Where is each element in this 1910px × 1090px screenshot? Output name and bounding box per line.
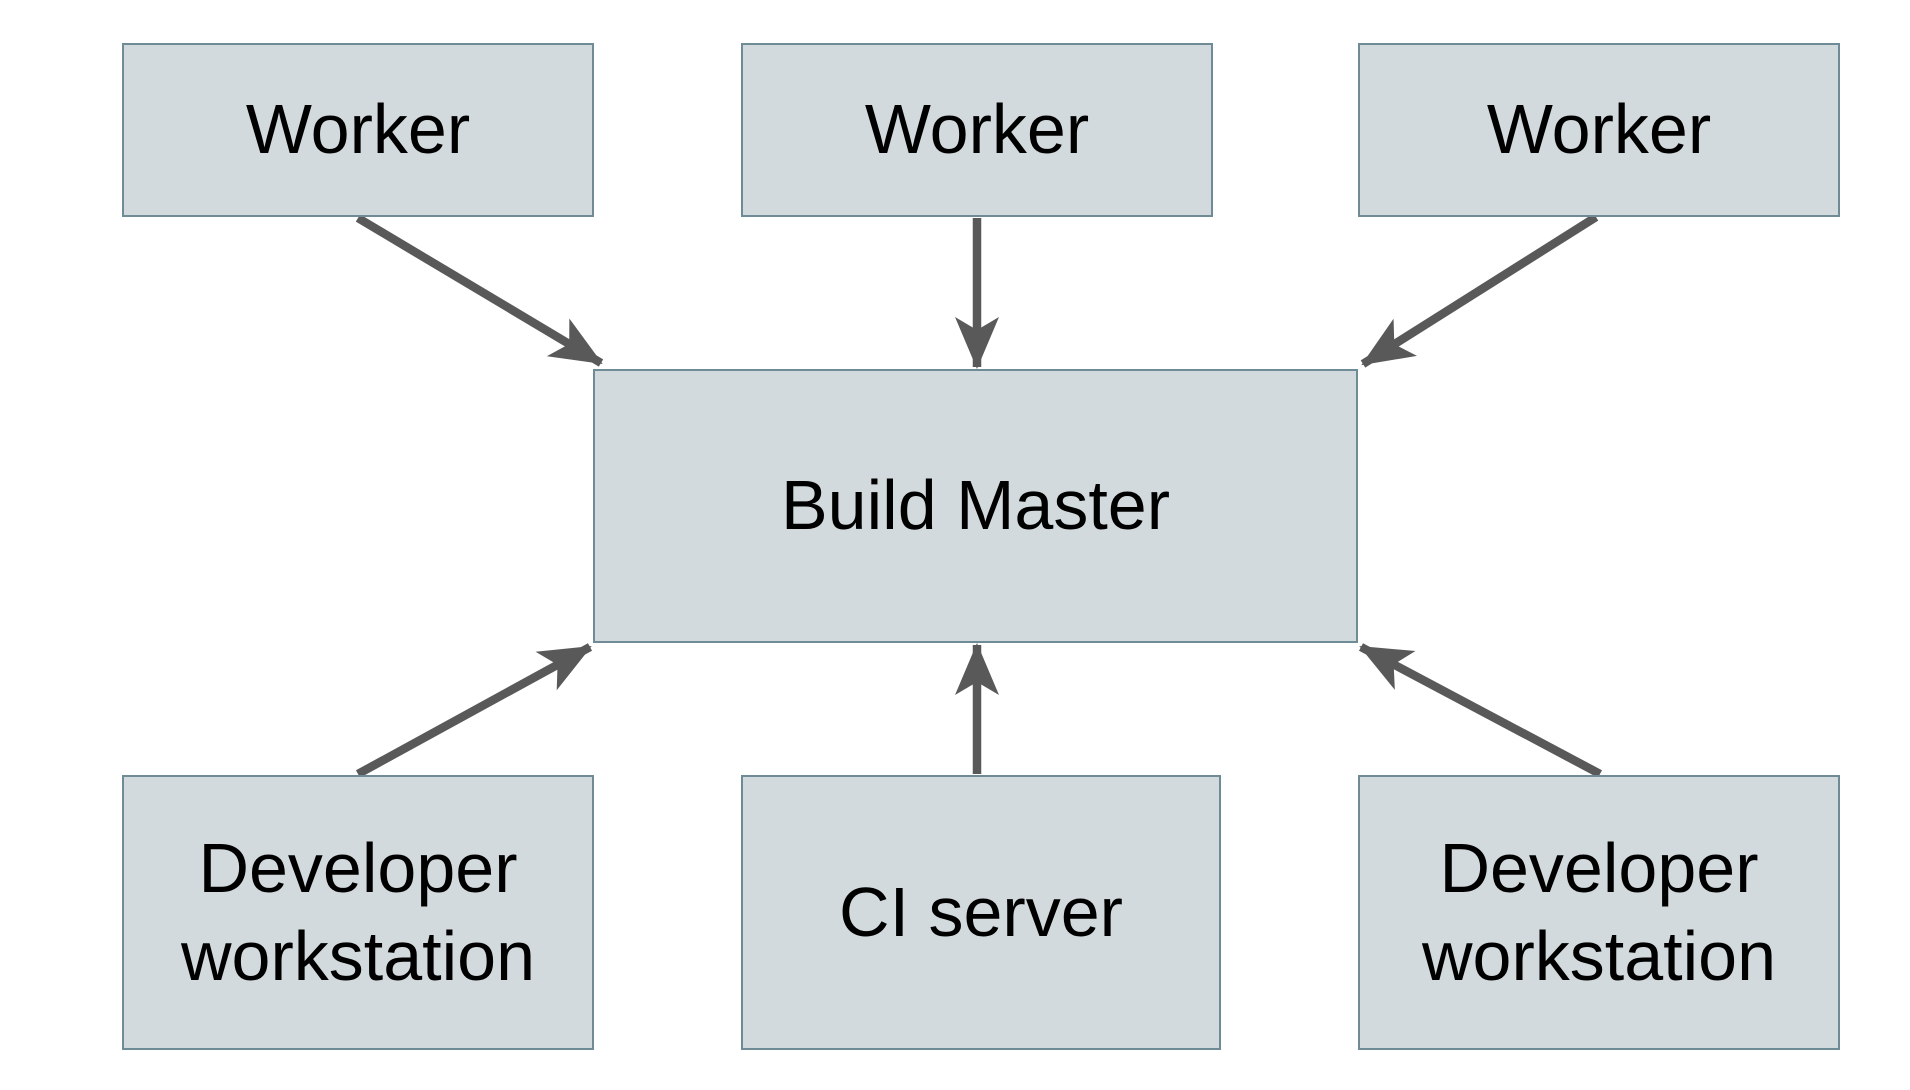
arrow-worker3-to-buildmaster (1360, 213, 1599, 368)
node-developer-workstation-left: Developer workstation (122, 775, 594, 1050)
node-developer-workstation-right-label: Developer workstation (1421, 829, 1777, 995)
node-build-master-label: Build Master (780, 466, 1171, 545)
node-ci-server: CI server (741, 775, 1221, 1050)
node-ci-server-label: CI server (839, 872, 1123, 951)
node-developer-workstation-right: Developer workstation (1358, 775, 1840, 1050)
node-worker-1: Worker (122, 43, 594, 217)
node-worker-1-label: Worker (245, 90, 471, 169)
node-build-master: Build Master (593, 369, 1358, 643)
node-worker-3-label: Worker (1486, 90, 1712, 169)
node-worker-2-label: Worker (864, 90, 1090, 169)
arrow-devws-left-to-buildmaster (355, 643, 593, 778)
node-worker-3: Worker (1358, 43, 1840, 217)
arrow-devws-right-to-buildmaster (1359, 643, 1602, 778)
node-worker-2: Worker (741, 43, 1213, 217)
node-developer-workstation-left-label: Developer workstation (180, 829, 536, 995)
arrow-worker1-to-buildmaster (355, 214, 604, 367)
